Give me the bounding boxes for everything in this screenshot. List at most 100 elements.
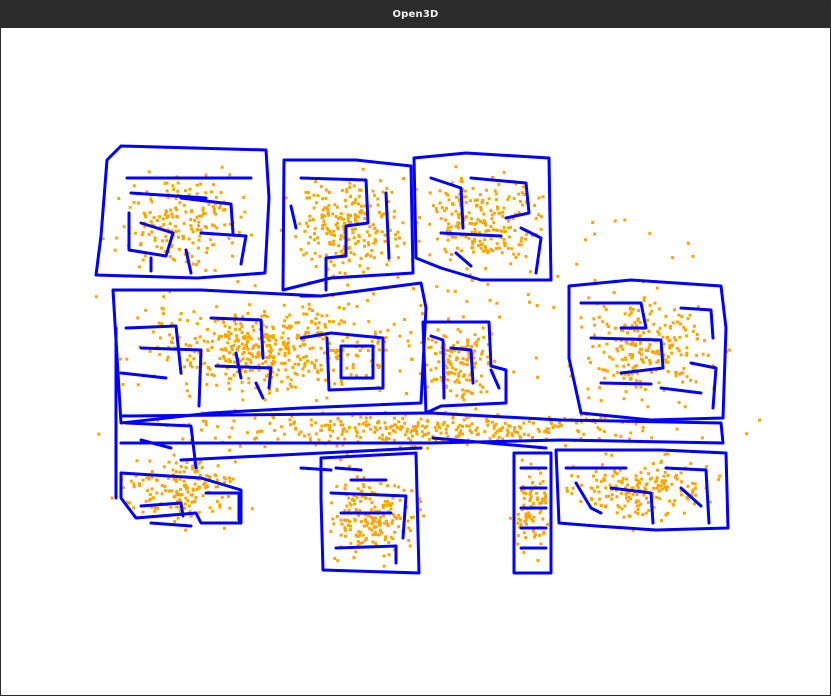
cloud-point (662, 388, 666, 392)
cloud-point (357, 530, 361, 534)
cloud-point (679, 471, 683, 475)
cloud-point (325, 314, 329, 318)
cloud-point (705, 465, 708, 469)
cloud-point (150, 475, 154, 479)
cloud-point (275, 387, 279, 391)
cloud-point (341, 443, 345, 447)
cloud-point (674, 338, 678, 342)
cloud-point (237, 231, 241, 234)
cloud-point (655, 286, 659, 290)
cloud-point (666, 360, 670, 364)
cloud-point (250, 352, 254, 356)
cloud-point (390, 190, 394, 194)
cloud-point (316, 312, 320, 316)
cloud-point (398, 498, 402, 502)
cloud-point (347, 238, 351, 242)
cloud-point (219, 191, 223, 194)
cloud-point (293, 385, 297, 389)
cloud-point (171, 468, 175, 472)
cloud-point (291, 366, 295, 369)
cloud-point (232, 353, 236, 356)
cloud-point (195, 263, 198, 267)
cloud-point (344, 534, 347, 538)
cloud-point (347, 496, 351, 500)
cloud-point (464, 389, 468, 393)
cloud-point (383, 503, 387, 507)
cloud-point (267, 373, 270, 377)
cloud-point (435, 210, 439, 214)
cloud-point (332, 263, 336, 267)
cloud-point (170, 322, 174, 326)
cloud-point (460, 249, 463, 253)
cloud-point (197, 351, 201, 354)
scene-canvas[interactable] (1, 28, 830, 695)
cloud-point (458, 199, 462, 202)
cloud-point (461, 357, 465, 361)
cloud-point (257, 350, 261, 354)
cloud-point (273, 360, 277, 364)
cloud-point (501, 426, 504, 430)
cloud-point (681, 371, 685, 375)
cloud-point (288, 313, 292, 317)
cloud-point (366, 241, 370, 245)
cloud-point (270, 361, 274, 365)
cloud-point (631, 493, 635, 497)
cloud-point (323, 323, 327, 326)
cloud-point (199, 182, 203, 186)
cloud-point (156, 506, 160, 510)
room-detail (429, 176, 543, 275)
cloud-point (319, 363, 323, 367)
cloud-point (467, 236, 471, 240)
cloud-point (470, 422, 474, 426)
cloud-point (363, 211, 367, 215)
3d-viewport[interactable] (1, 28, 830, 695)
cloud-point (630, 356, 634, 360)
cloud-point (648, 312, 652, 316)
cloud-point (422, 514, 426, 518)
cloud-point (333, 203, 337, 207)
cloud-point (519, 239, 523, 243)
cloud-point (599, 479, 603, 483)
cloud-point (646, 349, 650, 352)
cloud-point (511, 434, 515, 438)
cloud-point (234, 322, 238, 326)
cloud-point (648, 303, 652, 307)
cloud-point (468, 378, 472, 382)
cloud-point (356, 240, 360, 243)
cloud-point (520, 236, 524, 240)
cloud-point (632, 329, 636, 332)
cloud-point (614, 433, 618, 437)
cloud-point (241, 357, 245, 361)
cloud-point (377, 420, 381, 423)
cloud-point (141, 231, 145, 235)
cloud-point (446, 238, 450, 242)
cloud-point (510, 432, 514, 436)
cloud-point (313, 366, 317, 369)
cloud-point (494, 192, 498, 196)
cloud-point (265, 344, 269, 348)
cloud-point (474, 199, 477, 202)
cloud-point (657, 381, 661, 385)
cloud-point (345, 188, 349, 192)
title-bar[interactable]: Open3D (1, 1, 830, 28)
cloud-point (366, 514, 370, 518)
cloud-point (680, 480, 684, 484)
cloud-point (477, 337, 481, 341)
cloud-point (366, 299, 370, 303)
cloud-point (597, 344, 601, 348)
cloud-point (384, 427, 388, 431)
cloud-point (351, 231, 355, 235)
room-detail (519, 466, 548, 550)
cloud-point (325, 231, 329, 235)
cloud-point (243, 210, 247, 214)
cloud-point (647, 509, 651, 513)
cloud-point (365, 524, 369, 528)
cloud-point (594, 469, 598, 473)
cloud-point (319, 346, 323, 350)
cloud-point (565, 486, 569, 490)
cloud-point (528, 514, 531, 518)
cloud-point (444, 335, 448, 339)
cloud-point (669, 326, 672, 330)
cloud-point (359, 415, 363, 419)
cloud-point (198, 234, 202, 238)
